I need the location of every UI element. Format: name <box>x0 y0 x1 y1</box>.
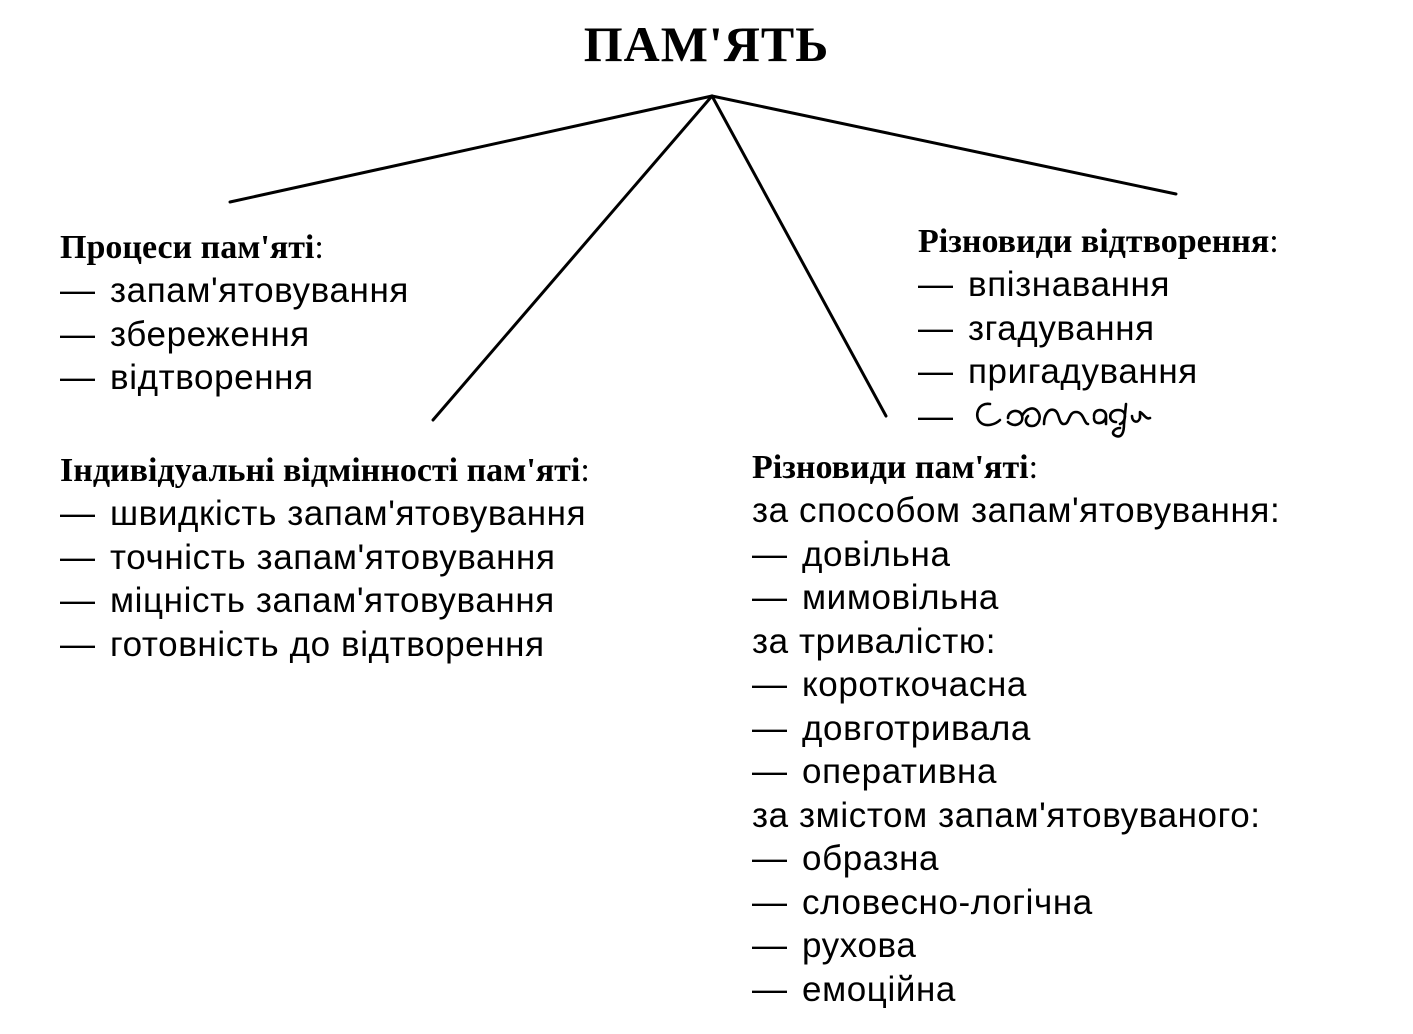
list-item: —емоційна <box>752 969 956 1009</box>
list-item: —швидкість запам'ятовування <box>60 494 587 533</box>
list-item: —згадування <box>918 308 1155 348</box>
individual-heading: Індивідуальні відмінності пам'яті: <box>60 452 590 489</box>
list-item: —довільна <box>752 534 951 574</box>
connector-individual <box>431 94 714 422</box>
connector-reproduction <box>710 94 1178 196</box>
list-item: —мимовільна <box>752 578 999 617</box>
list-item: —відтворення <box>60 358 314 397</box>
processes-block: Процеси пам'яті: —запам'ятовування —збер… <box>60 226 409 400</box>
list-item: —рухова <box>752 926 917 965</box>
connector-types <box>710 94 888 418</box>
list-item: —міцність запам'ятовування <box>60 581 555 620</box>
list-item: —довготривала <box>752 708 1031 748</box>
reproduction-types-block: Різновиди відтворення: —впізнавання —зга… <box>918 220 1279 444</box>
list-item: —словесно-логічна <box>752 882 1093 922</box>
group-label: за способом запам'ятовування: <box>752 491 1281 530</box>
list-item: —короткочасна <box>752 665 1027 704</box>
processes-heading: Процеси пам'яті: <box>60 229 324 266</box>
list-item: —оперативна <box>752 752 998 791</box>
list-item: —пригадування <box>918 352 1198 391</box>
individual-differences-block: Індивідуальні відмінності пам'яті: —швид… <box>60 449 590 666</box>
list-item: —збереження <box>60 314 310 354</box>
list-item: —образна <box>752 839 940 878</box>
list-item: —впізнавання <box>918 265 1171 304</box>
list-item: —точність запам'ятовування <box>60 537 556 577</box>
group-label: за змістом запам'ятовуваного: <box>752 795 1261 835</box>
diagram-title: ПАМ'ЯТЬ <box>583 16 830 72</box>
reproduction-heading: Різновиди відтворення: <box>918 223 1279 260</box>
memory-types-block: Різновиди пам'яті: за способом запам'ято… <box>752 446 1280 1011</box>
list-item-handwritten: — <box>918 394 1279 444</box>
group-label: за тривалістю: <box>752 621 997 661</box>
handwritten-annotation <box>976 402 1152 438</box>
types-heading: Різновиди пам'яті: <box>752 449 1039 486</box>
list-item: —запам'ятовування <box>60 271 409 310</box>
connector-processes <box>228 94 714 204</box>
list-item: —готовність до відтворення <box>60 624 545 664</box>
